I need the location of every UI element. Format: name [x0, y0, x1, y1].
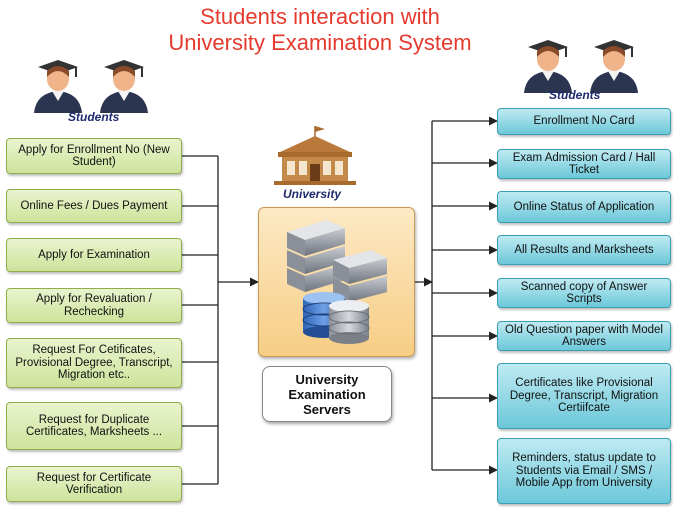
server-label-line3: Servers	[303, 401, 351, 417]
request-revaluation: Apply for Revaluation / Rechecking	[6, 288, 182, 323]
diagram-title-line1: Students interaction with	[200, 4, 440, 29]
student-icon	[34, 60, 82, 113]
response-status: Online Status of Application	[497, 191, 671, 223]
server-label: University Examination Servers	[262, 366, 392, 422]
response-results: All Results and Marksheets	[497, 235, 671, 265]
database-icon	[328, 300, 370, 344]
server-stack-icon	[287, 220, 387, 344]
server-label-line2: Examination	[288, 386, 366, 402]
university-building-icon	[274, 126, 356, 185]
response-reminders: Reminders, status update to Students via…	[497, 438, 671, 504]
request-certificates: Request For Cetificates, Provisional Deg…	[6, 338, 182, 388]
response-answer-scripts: Scanned copy of Answer Scripts	[497, 278, 671, 308]
request-examination: Apply for Examination	[6, 238, 182, 272]
student-icon	[524, 40, 572, 93]
university-label: University	[283, 187, 342, 201]
response-question-papers: Old Question paper with Model Answers	[497, 321, 671, 351]
student-icon	[100, 60, 148, 113]
student-icon	[590, 40, 638, 93]
students-right-icon	[524, 40, 638, 93]
server-label-line1: University	[295, 371, 359, 387]
request-enrollment: Apply for Enrollment No (New Student)	[6, 138, 182, 174]
server-unit	[287, 220, 345, 292]
students-left-label: Students	[68, 110, 120, 124]
request-duplicate: Request for Duplicate Certificates, Mark…	[6, 402, 182, 450]
request-verification: Request for Certificate Verification	[6, 466, 182, 502]
request-fees-payment: Online Fees / Dues Payment	[6, 189, 182, 223]
response-certificates: Certificates like Provisional Degree, Tr…	[497, 363, 671, 429]
students-left-icon	[34, 60, 148, 113]
response-admission-card: Exam Admission Card / Hall Ticket	[497, 149, 671, 179]
response-enrollment-card: Enrollment No Card	[497, 108, 671, 135]
students-right-label: Students	[549, 88, 601, 102]
diagram-title-line2: University Examination System	[168, 30, 472, 55]
server-panel	[258, 207, 415, 357]
